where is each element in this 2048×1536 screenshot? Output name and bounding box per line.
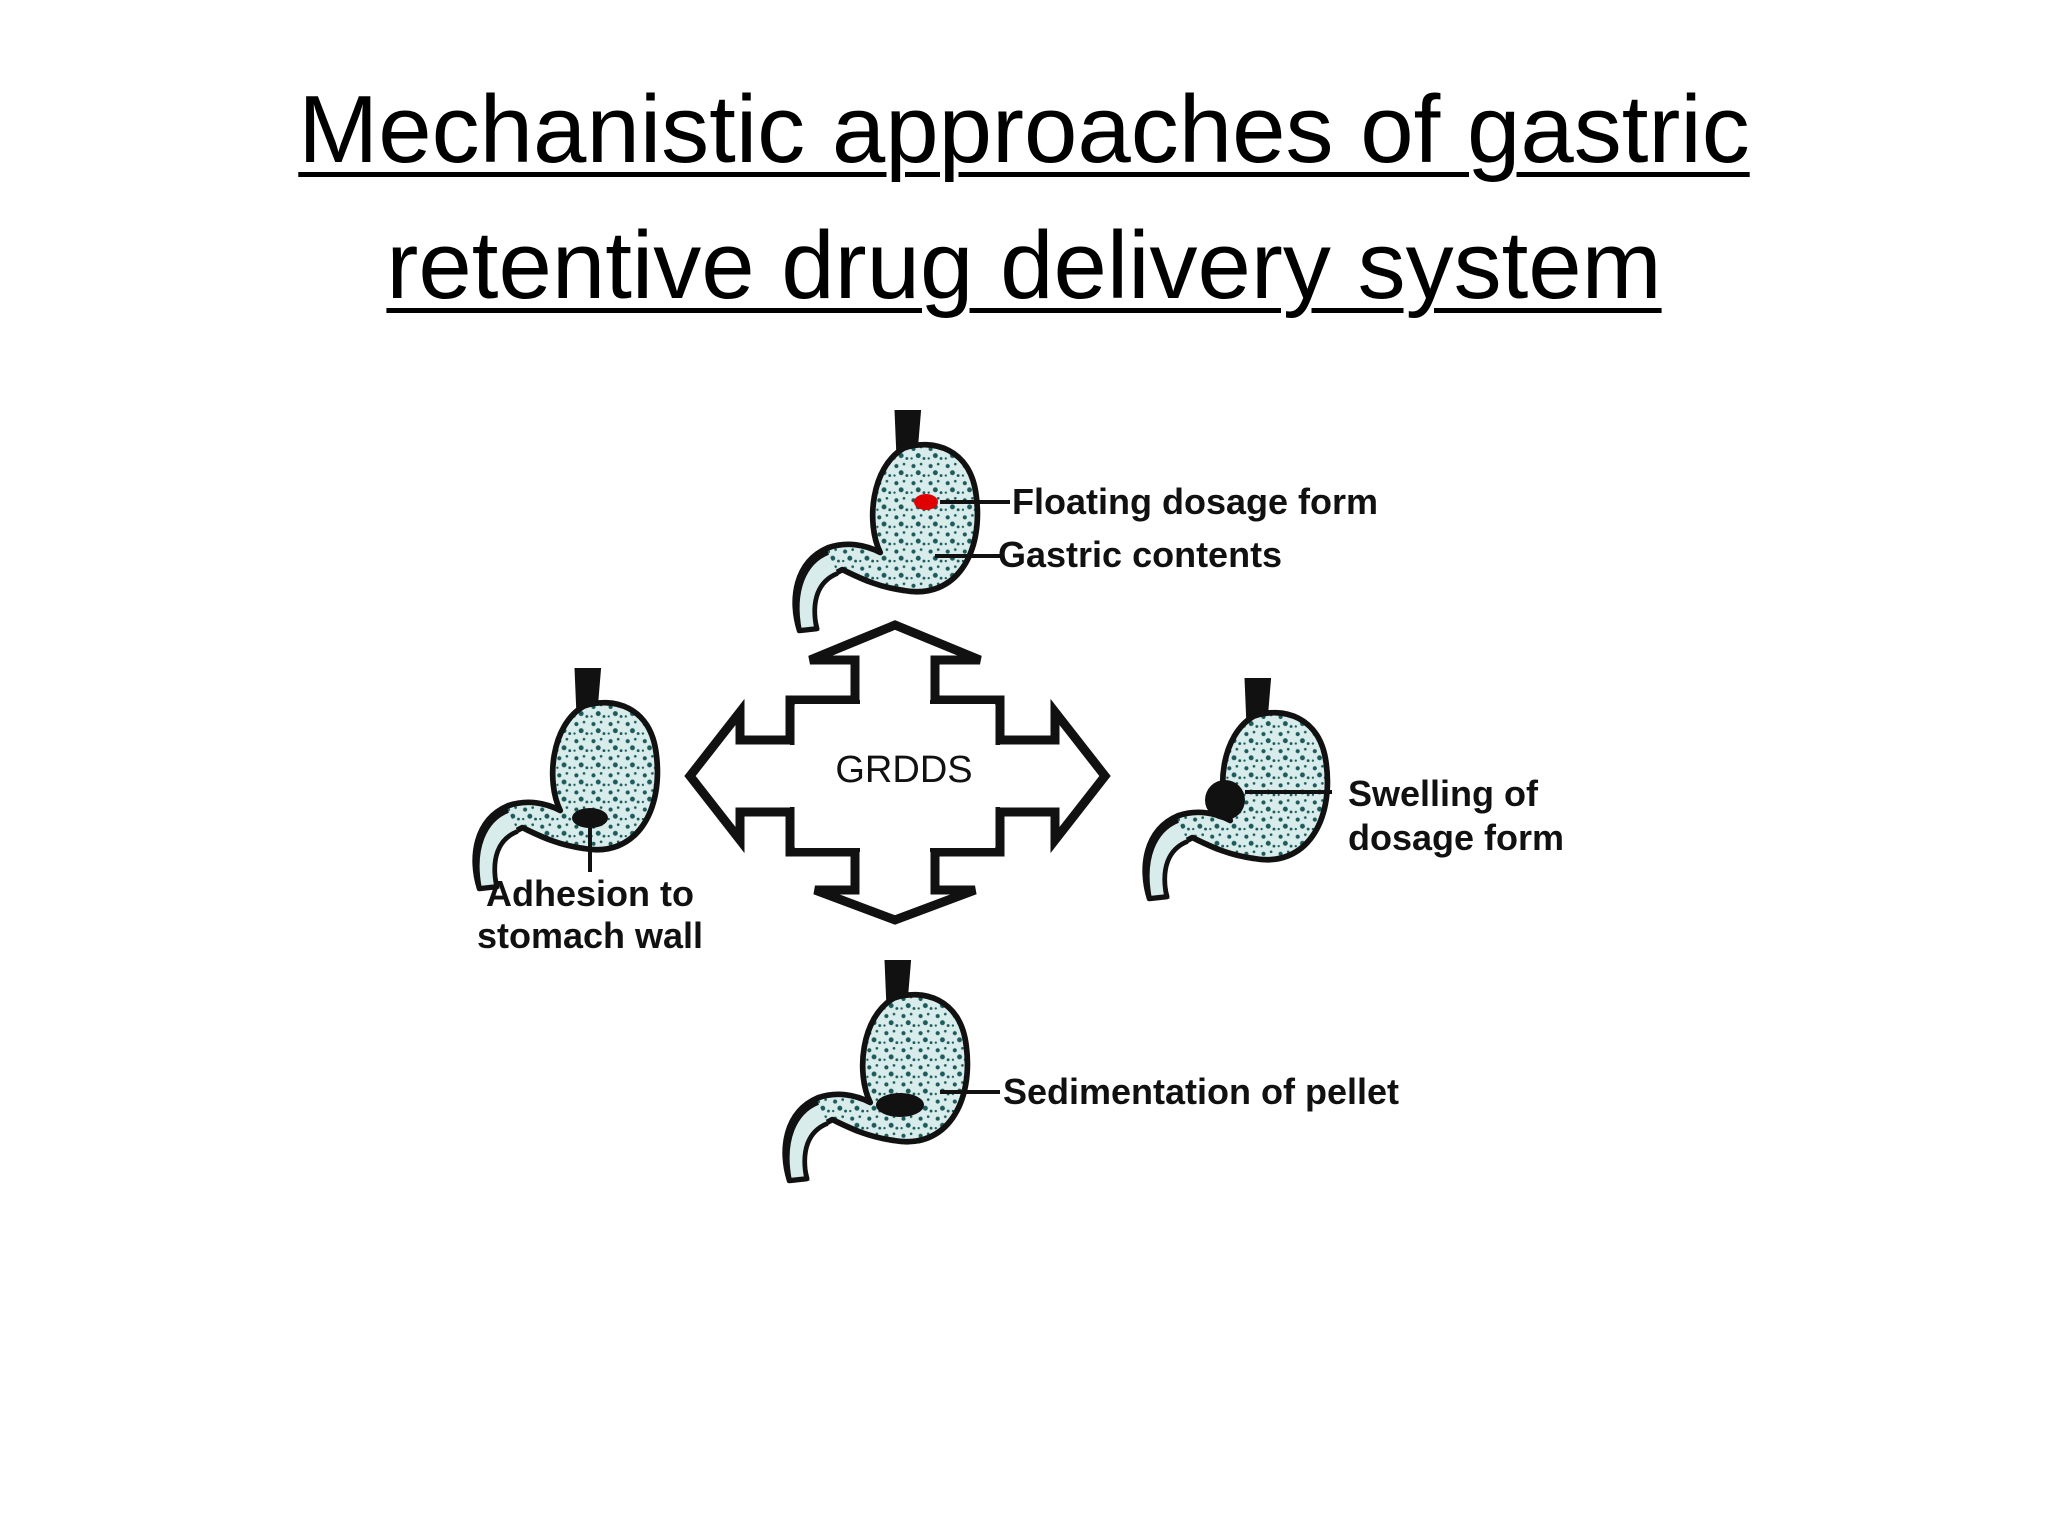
swollen-dosage-form-icon <box>1205 780 1245 820</box>
four-way-arrow <box>684 620 1111 925</box>
label-adhesion-line1: Adhesion to <box>486 873 694 914</box>
label-floating-dosage-form: Floating dosage form <box>1012 481 1378 522</box>
stomach-icon-bottom <box>785 960 967 1180</box>
adhesion-dosage-form-icon <box>572 808 608 828</box>
center-label-grdds: GRDDS <box>835 749 972 791</box>
label-sedimentation: Sedimentation of pellet <box>1003 1071 1399 1112</box>
title-line-1: Mechanistic approaches of gastric <box>298 76 1750 183</box>
label-adhesion-line2: stomach wall <box>477 915 703 956</box>
title-line-2: retentive drug delivery system <box>386 212 1662 319</box>
stomach-icon-left <box>475 668 657 888</box>
stomach-icon-top <box>795 410 977 630</box>
label-swelling-line2: dosage form <box>1348 817 1564 858</box>
label-gastric-contents: Gastric contents <box>998 534 1282 575</box>
label-swelling-line1: Swelling of <box>1348 773 1539 814</box>
slide-title: Mechanistic approaches of gastric retent… <box>0 62 2048 334</box>
floating-dosage-form-icon <box>914 494 938 510</box>
sedimented-pellet-icon <box>876 1093 924 1117</box>
